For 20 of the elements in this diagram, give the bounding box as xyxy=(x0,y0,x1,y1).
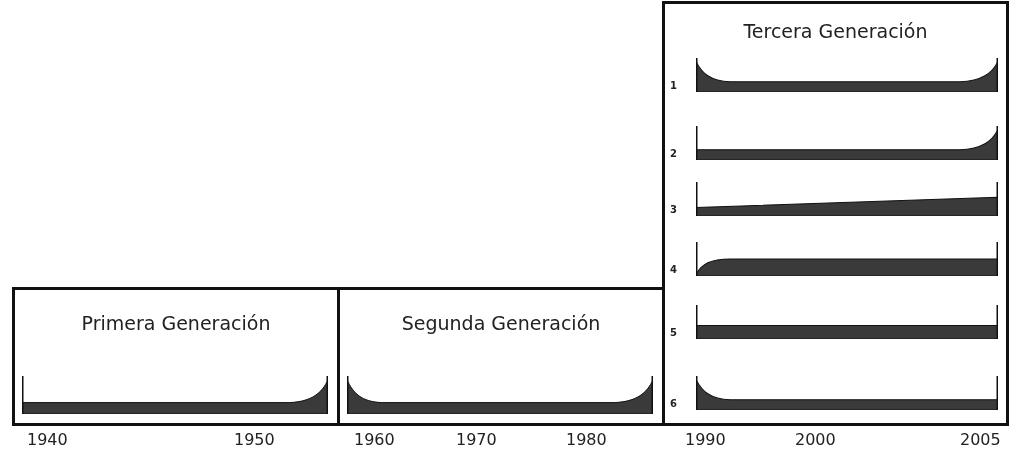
curve-number: 4 xyxy=(670,264,677,275)
year-label: 2000 xyxy=(795,430,836,449)
generation-panel xyxy=(662,1,1009,426)
year-label: 2005 xyxy=(960,430,1001,449)
panel-title: Segunda Generación xyxy=(401,312,601,334)
curve-number: 5 xyxy=(670,327,677,338)
curve-number: 2 xyxy=(670,148,677,159)
year-label: 1980 xyxy=(566,430,607,449)
year-label: 1960 xyxy=(354,430,395,449)
panel-title: Tercera Generación xyxy=(743,20,928,42)
year-label: 1970 xyxy=(456,430,497,449)
panel-title: Primera Generación xyxy=(81,312,271,334)
curve-number: 3 xyxy=(670,204,677,215)
curve-number: 6 xyxy=(670,398,677,409)
curve-number: 1 xyxy=(670,80,677,91)
year-label: 1940 xyxy=(27,430,68,449)
generation-panel xyxy=(12,287,340,426)
year-label: 1950 xyxy=(234,430,275,449)
year-label: 1990 xyxy=(685,430,726,449)
generation-panel xyxy=(337,287,665,426)
